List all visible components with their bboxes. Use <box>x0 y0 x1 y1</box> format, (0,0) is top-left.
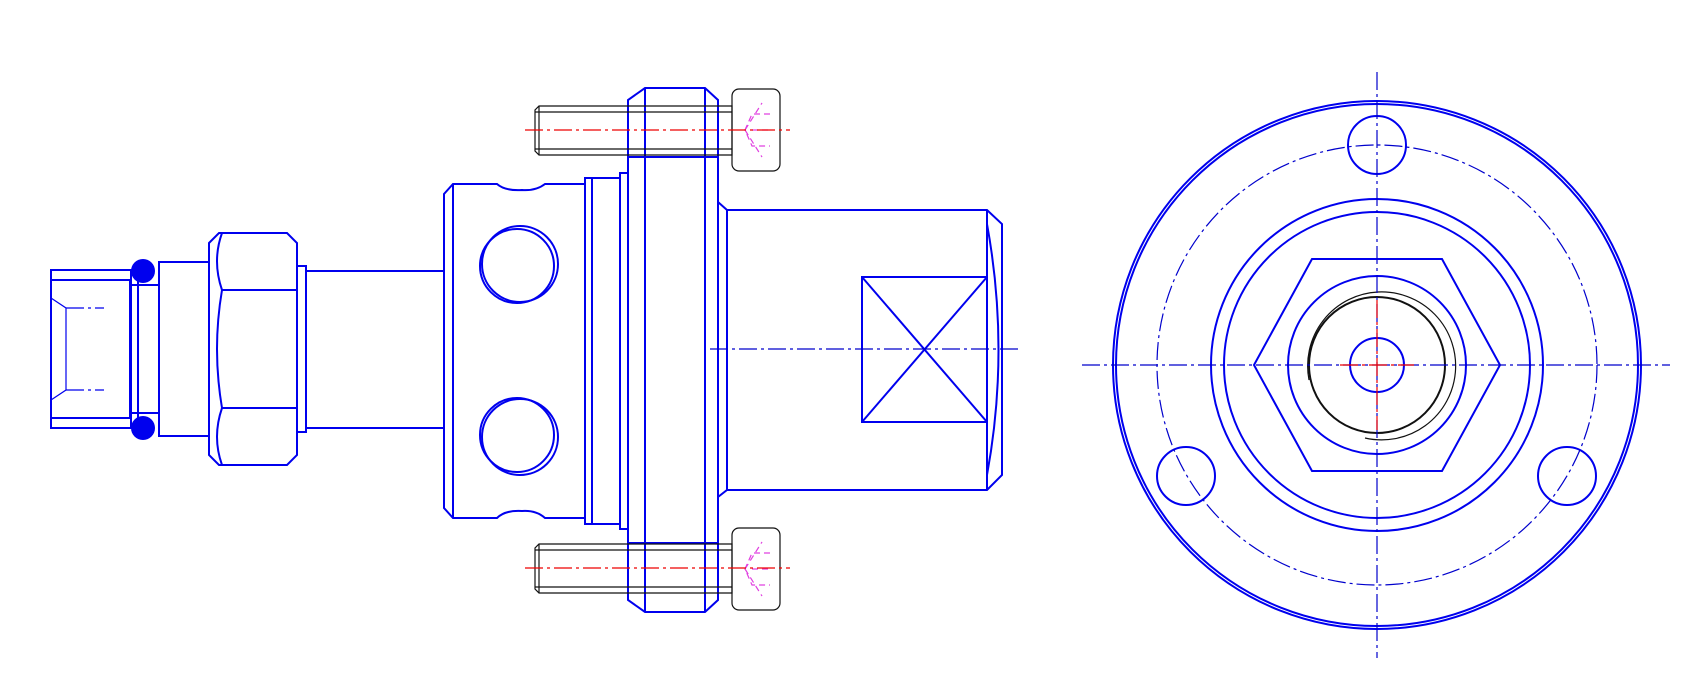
end-view <box>1082 72 1670 658</box>
bolt-bottom <box>525 527 790 611</box>
tube-end-fitting <box>50 261 210 437</box>
shaft <box>305 270 445 429</box>
hex-nut <box>208 232 307 466</box>
bolt-top <box>525 88 790 172</box>
valve-body <box>443 172 629 530</box>
side-view <box>50 87 1020 613</box>
hole-left <box>1156 446 1216 506</box>
hole-right <box>1537 446 1597 506</box>
o-ring-bottom <box>131 416 155 440</box>
socket-head-hidden-bottom <box>744 541 770 597</box>
hex-outline <box>1252 258 1502 472</box>
o-ring-top <box>131 259 155 283</box>
flange <box>627 87 719 613</box>
